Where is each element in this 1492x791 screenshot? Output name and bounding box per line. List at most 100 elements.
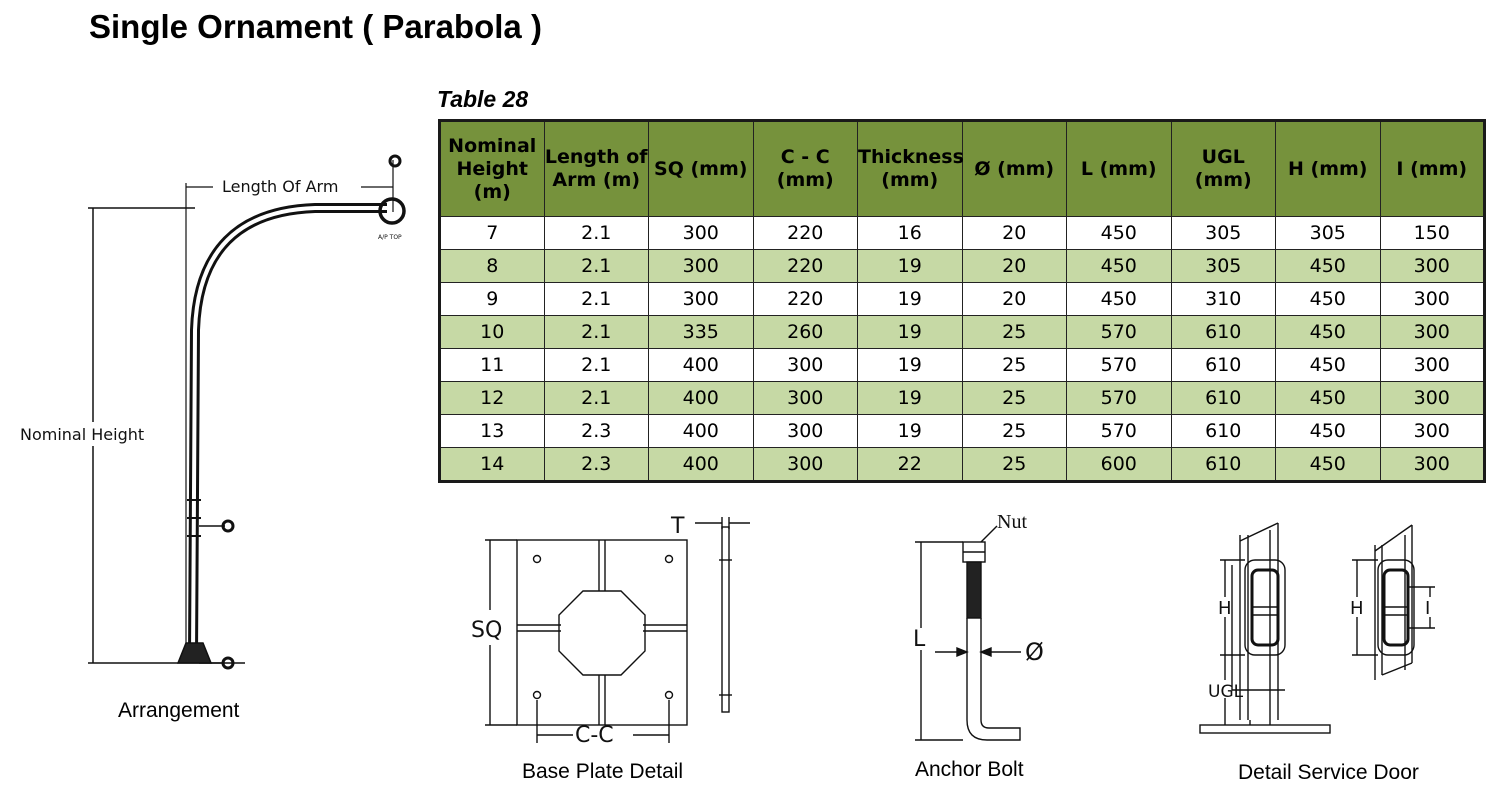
column-header: Length of Arm (m) bbox=[543, 120, 649, 217]
table-cell: 610 bbox=[1170, 348, 1276, 382]
table-cell: 300 bbox=[1379, 381, 1485, 415]
h-label-right: H bbox=[1350, 598, 1364, 619]
cc-label: C-C bbox=[575, 723, 614, 748]
table-cell: 300 bbox=[1379, 249, 1485, 283]
table-cell: 260 bbox=[752, 315, 858, 349]
table-cell: 570 bbox=[1066, 315, 1172, 349]
table-cell: 2.1 bbox=[543, 381, 649, 415]
column-header: Thickness (mm) bbox=[857, 120, 964, 217]
table-caption: Table 28 bbox=[437, 86, 529, 112]
table-cell: 300 bbox=[648, 216, 754, 250]
service-door-caption: Detail Service Door bbox=[1238, 761, 1419, 784]
table-cell: 570 bbox=[1066, 381, 1172, 415]
table-cell: 300 bbox=[648, 249, 754, 283]
table-cell: 220 bbox=[752, 249, 858, 283]
table-cell: 25 bbox=[961, 447, 1067, 482]
table-cell: 2.1 bbox=[543, 348, 649, 382]
table-cell: 570 bbox=[1066, 414, 1172, 448]
table-cell: 305 bbox=[1170, 216, 1276, 250]
base-plate-caption: Base Plate Detail bbox=[522, 760, 684, 783]
table-cell: 400 bbox=[648, 381, 754, 415]
table-cell: 9 bbox=[439, 282, 545, 316]
table-cell: 450 bbox=[1066, 249, 1172, 283]
table-cell: 22 bbox=[857, 447, 963, 482]
column-header: SQ (mm) bbox=[648, 120, 754, 217]
table-cell: 400 bbox=[648, 447, 754, 482]
column-header: L (mm) bbox=[1066, 120, 1172, 217]
table-cell: 25 bbox=[961, 348, 1067, 382]
service-door-drawing: H H UGL I bbox=[1199, 522, 1435, 734]
ugl-label: UGL bbox=[1208, 682, 1244, 702]
table-cell: 610 bbox=[1170, 447, 1276, 482]
table-cell: 10 bbox=[439, 315, 545, 349]
table-cell: 310 bbox=[1170, 282, 1276, 316]
table-cell: 450 bbox=[1275, 447, 1381, 482]
table-cell: 20 bbox=[961, 282, 1067, 316]
table-cell: 19 bbox=[857, 414, 963, 448]
column-header: I (mm) bbox=[1379, 120, 1485, 217]
table-cell: 19 bbox=[857, 315, 963, 349]
table-cell: 300 bbox=[1379, 447, 1485, 482]
table-cell: 16 bbox=[857, 216, 963, 250]
table-cell: 300 bbox=[752, 447, 858, 482]
table-cell: 450 bbox=[1066, 282, 1172, 316]
table-cell: 450 bbox=[1275, 414, 1381, 448]
table-cell: 2.1 bbox=[543, 216, 649, 250]
table-cell: 300 bbox=[752, 381, 858, 415]
table-cell: 14 bbox=[439, 447, 545, 482]
table-cell: 570 bbox=[1066, 348, 1172, 382]
h-label-left: H bbox=[1218, 598, 1232, 619]
table-cell: 450 bbox=[1275, 249, 1381, 283]
table-cell: 300 bbox=[752, 414, 858, 448]
table-cell: 610 bbox=[1170, 414, 1276, 448]
l-label: L bbox=[913, 627, 926, 652]
base-plate-drawing: SQ C-C T bbox=[471, 514, 750, 748]
table-cell: 2.1 bbox=[543, 282, 649, 316]
table-cell: 2.3 bbox=[543, 447, 649, 482]
table-cell: 220 bbox=[752, 282, 858, 316]
table-cell: 610 bbox=[1170, 315, 1276, 349]
table-cell: 300 bbox=[1379, 315, 1485, 349]
arrangement-caption: Arrangement bbox=[118, 699, 240, 722]
table-cell: 7 bbox=[439, 216, 545, 250]
table-cell: 300 bbox=[1379, 348, 1485, 382]
spec-table: Nominal Height (m) Length of Arm (m) SQ … bbox=[438, 119, 1486, 483]
table-cell: 13 bbox=[439, 414, 545, 448]
column-header: H (mm) bbox=[1275, 120, 1381, 217]
nut-label: Nut bbox=[997, 511, 1027, 533]
t-label: T bbox=[670, 514, 685, 539]
table-cell: 8 bbox=[439, 249, 545, 283]
table-header-row: Nominal Height (m) Length of Arm (m) SQ … bbox=[439, 120, 1485, 217]
table-cell: 300 bbox=[1379, 414, 1485, 448]
table-cell: 2.3 bbox=[543, 414, 649, 448]
table-cell: 20 bbox=[961, 216, 1067, 250]
table-cell: 20 bbox=[961, 249, 1067, 283]
table-cell: 2.1 bbox=[543, 315, 649, 349]
top-label: A/P TOP bbox=[378, 234, 402, 241]
table-cell: 25 bbox=[961, 315, 1067, 349]
table-cell: 450 bbox=[1275, 315, 1381, 349]
table-cell: 19 bbox=[857, 282, 963, 316]
sq-label: SQ bbox=[471, 618, 502, 643]
anchor-bolt-drawing: Nut L Ø bbox=[913, 511, 1044, 741]
table-cell: 300 bbox=[648, 282, 754, 316]
table-cell: 335 bbox=[648, 315, 754, 349]
table-cell: 610 bbox=[1170, 381, 1276, 415]
i-label: I bbox=[1425, 598, 1430, 619]
table-cell: 305 bbox=[1170, 249, 1276, 283]
page-title: Single Ornament ( Parabola ) bbox=[89, 8, 542, 45]
table-cell: 150 bbox=[1379, 216, 1485, 250]
table-cell: 400 bbox=[648, 348, 754, 382]
table-cell: 19 bbox=[857, 348, 963, 382]
table-cell: 400 bbox=[648, 414, 754, 448]
anchor-bolt-caption: Anchor Bolt bbox=[915, 758, 1024, 781]
table-cell: 11 bbox=[439, 348, 545, 382]
diameter-label: Ø bbox=[1025, 638, 1044, 666]
table-cell: 300 bbox=[752, 348, 858, 382]
column-header: UGL (mm) bbox=[1170, 120, 1276, 217]
